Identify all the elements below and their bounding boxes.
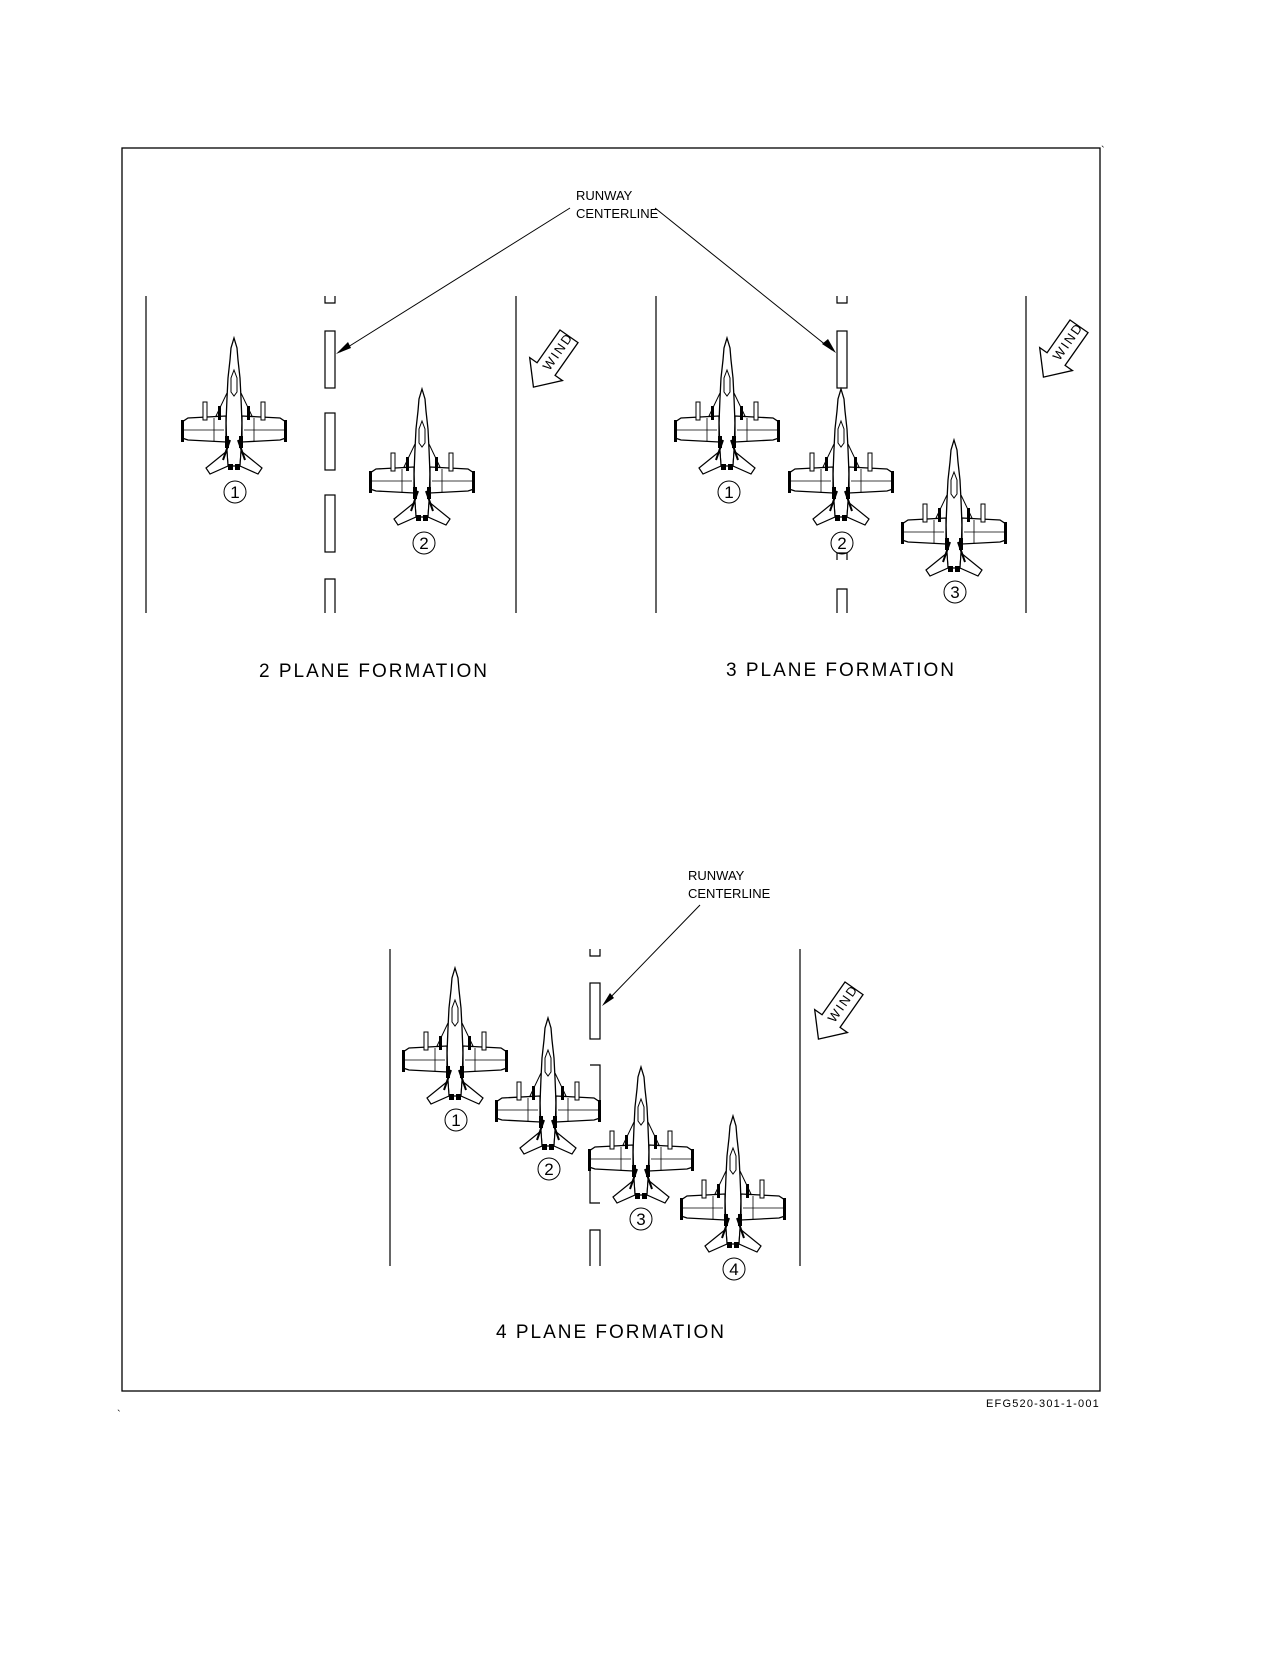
panel-title: 4 PLANE FORMATION <box>496 1322 726 1343</box>
aircraft-2 <box>368 388 476 526</box>
runway-centerline <box>324 296 336 613</box>
svg-text:2: 2 <box>544 1160 553 1179</box>
bottom-runway-centerline-callout: RUNWAY CENTERLINE <box>602 868 771 1006</box>
wind-indicator: WIND <box>528 329 579 388</box>
wind-arrow-icon <box>813 981 864 1040</box>
callout-line2: CENTERLINE <box>688 886 771 901</box>
stray-mark: ` <box>1101 145 1106 157</box>
aircraft-number-2: 2 <box>537 1157 561 1181</box>
aircraft-1 <box>401 967 509 1105</box>
panel-three-plane: 1 2 3 WIND 3 PLANE FORMATION <box>655 296 1089 681</box>
wind-arrow-icon <box>528 329 579 388</box>
svg-text:1: 1 <box>451 1111 460 1130</box>
svg-text:3: 3 <box>636 1210 645 1229</box>
aircraft-number-4: 4 <box>722 1257 746 1281</box>
aircraft-number-2: 2 <box>412 531 436 555</box>
diagram-frame <box>121 147 1101 1392</box>
runway-centerline <box>836 296 848 613</box>
panel-two-plane: 1 2 WIND 2 PLANE FORMATION <box>145 296 579 682</box>
aircraft-number-3: 3 <box>943 580 967 604</box>
aircraft-4 <box>679 1115 787 1253</box>
svg-text:1: 1 <box>230 483 239 502</box>
aircraft-number-1: 1 <box>444 1108 468 1132</box>
stray-mark: ` <box>117 1409 122 1421</box>
svg-text:4: 4 <box>729 1260 738 1279</box>
aircraft-2 <box>494 1017 602 1155</box>
wind-indicator: WIND <box>813 981 864 1040</box>
panel-title: 3 PLANE FORMATION <box>726 660 956 681</box>
aircraft-1 <box>673 337 781 475</box>
figure-id: EFG520-301-1-001 <box>986 1398 1100 1410</box>
aircraft-number-1: 1 <box>717 480 741 504</box>
aircraft-3 <box>587 1066 695 1204</box>
wind-arrow-icon <box>1038 319 1089 378</box>
svg-text:2: 2 <box>419 534 428 553</box>
callout-line1: RUNWAY <box>688 868 745 883</box>
aircraft-number-1: 1 <box>223 480 247 504</box>
svg-text:1: 1 <box>724 483 733 502</box>
aircraft-2 <box>787 388 895 526</box>
top-runway-centerline-callout: RUNWAY CENTERLINE <box>336 188 836 354</box>
aircraft-number-2: 2 <box>830 531 854 555</box>
svg-text:3: 3 <box>950 583 959 602</box>
aircraft-number-3: 3 <box>629 1207 653 1231</box>
callout-line2: CENTERLINE <box>576 206 659 221</box>
panel-title: 2 PLANE FORMATION <box>259 661 489 682</box>
callout-line1: RUNWAY <box>576 188 633 203</box>
wind-indicator: WIND <box>1038 319 1089 378</box>
aircraft-1 <box>180 337 288 475</box>
panel-four-plane: RUNWAY CENTERLINE 1 2 3 <box>389 868 864 1343</box>
aircraft-3 <box>900 439 1008 577</box>
svg-text:2: 2 <box>837 534 846 553</box>
